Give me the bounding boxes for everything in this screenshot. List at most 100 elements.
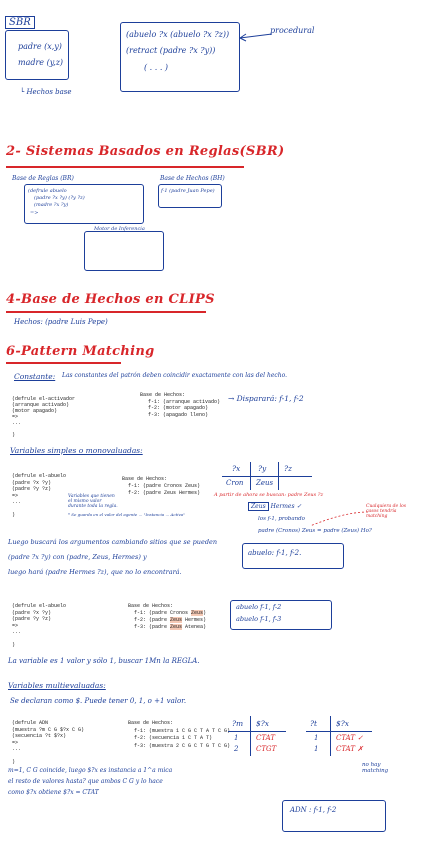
code4-line: (secuencia ?t $?x) (12, 733, 67, 739)
table2-header-x: $?x (256, 719, 270, 728)
table1-col-line (250, 462, 252, 490)
note2: Variables que tienen el mismo valor dura… (68, 494, 118, 509)
bh3-part: Hermes) (182, 617, 207, 623)
table2-row2-x: CTGT (256, 745, 277, 753)
fact-box-text: f-1 (padre Juan Pepe) (161, 188, 215, 194)
luego-line: (padre ?x ?y) con (padre, Zeus, Hermes) … (8, 553, 147, 561)
table2-row1-x: CTAT (256, 734, 275, 742)
bh3-part: f-1: (padre Cronos (134, 610, 192, 616)
table1-row4: padre (Cronos) Zeus = padre (Zeus) Ho? (258, 528, 372, 534)
table1-header-x: ?x (232, 464, 241, 473)
hechos-base-note: └ Hechos base (20, 88, 72, 96)
bh2-fact: f-2: (padre Zeus Hermes) (128, 490, 201, 496)
table1-header-z: ?z (284, 464, 292, 473)
code2-line: (padre ?y ?z) (12, 486, 52, 492)
code1: (defrule el-activador (arranque activado… (12, 396, 75, 438)
table1-col-line (278, 462, 280, 490)
code2-line: ... (12, 499, 22, 505)
bh2-fact: f-1: (padre Cronos Zeus) (128, 483, 201, 489)
variable-note: La variable es 1 valor y sólo 1, buscar … (8, 657, 200, 665)
code2-line: (padre ?x ?y) (12, 479, 52, 486)
bh3-fact: f-3: (padre Zeus Atenea) (128, 624, 206, 631)
code3: (defrule el-abuelo (padre ?x ?y) (padre … (12, 603, 66, 648)
table1-note: A partir de ahora se buscan: padre Zeus … (214, 492, 324, 498)
bh3-part: Atenea) (182, 624, 207, 630)
base-hechos-label: Base de Hechos (BH) (160, 175, 225, 182)
constante-label: Constante: (14, 372, 56, 381)
red-note-right: Cualquiera de los casos tendría matching (366, 504, 407, 519)
bh1-fact: f-3: (apagado lleno) (148, 411, 209, 418)
base-reglas-label: Base de Reglas (BR) (12, 175, 74, 182)
bh1-fact: f-1: (arranque activado) (148, 398, 221, 405)
abuelo-box-2-line-1: abuelo f-1, f-2 (236, 603, 282, 611)
bh1: Base de Hechos: f-1: (arranque activado)… (140, 392, 220, 418)
bh4-fact: f-1: (muestra 1 C G C T A T C G) (134, 727, 231, 734)
bottom-text: m=1, C G coincide, luego $?x es instanci… (8, 765, 172, 798)
code2-line: ) (12, 511, 16, 518)
code1-line: (motor apagado) (12, 408, 58, 414)
table1-row2-x: Zeus (248, 502, 269, 511)
table1-header-y: ?y (258, 464, 267, 473)
table3-row1-t: 1 (314, 734, 319, 742)
table1-row1-x: Cron (226, 479, 244, 487)
rule-1: (abuelo ?x (abuelo ?x ?z)) (126, 30, 230, 39)
code1-line: (arranque activado) (12, 402, 70, 408)
table3-row2-t: 1 (314, 745, 319, 753)
table3-header-x: $?x (336, 719, 350, 728)
bh3-part: f-2: (padre (134, 617, 171, 623)
rule-box-line-3: (madre ?x ?y) (34, 202, 69, 208)
sbr-fact-2: madre (y,z) (18, 58, 64, 67)
bh3-highlight: Zeus (170, 617, 183, 623)
abuelo-box-1 (242, 543, 344, 569)
adn-box-text: ADN : f-1, f-2 (290, 806, 337, 814)
table1-row3: los f-1, probando (258, 516, 305, 522)
section2-underline (6, 166, 244, 168)
constante-text: Las constantes del patrón deben coincidi… (62, 372, 288, 379)
code4-line: ... (12, 746, 22, 752)
rule-box-line-4: => (30, 210, 39, 216)
section4-underline (6, 311, 206, 313)
code1-line: ... (12, 420, 22, 426)
sbr-facts-box (5, 30, 69, 80)
motor-box (84, 231, 164, 271)
bottom-line: como $?x obtiene $?x = CTAT (8, 789, 99, 796)
rule-2: (retract (padre ?x ?y)) (126, 46, 216, 55)
bh3-part: f-3: (padre (134, 624, 171, 630)
table3-row1-x: CTAT ✓ (336, 734, 364, 742)
motor-label: Motor de Inferencia (94, 226, 145, 232)
bh2-title: Base de Hechos: (122, 476, 168, 482)
code2: (defrule el-abuelo (padre ?x ?y) (padre … (12, 473, 66, 518)
variables-multi-label: Variables multievaluadas: (8, 681, 106, 690)
code3-line: (padre ?y ?z) (12, 616, 52, 622)
table3-header-t: ?t (310, 719, 318, 728)
rules-box (120, 22, 240, 92)
bh3-fact: f-2: (padre Zeus Hermes) (128, 617, 206, 624)
code3-line: ... (12, 629, 22, 635)
sbr-fact-1: padre (x,y) (18, 42, 62, 51)
adn-box (282, 800, 386, 832)
bh3-part: ) (203, 610, 207, 616)
section6-title: 6-Pattern Matching (6, 344, 155, 359)
section2-title: 2- Sistemas Basados en Reglas(SBR) (6, 144, 285, 159)
code1-line: (defrule el-activador (12, 396, 76, 402)
bottom-line: el resto de valores hasta? que ambos C G… (8, 778, 163, 785)
bh3-highlight: Zeus (170, 624, 183, 630)
bh3-title: Base de Hechos: (128, 603, 174, 609)
table2-col-line (250, 716, 252, 756)
code2-line: => (12, 492, 19, 499)
fact-box (158, 184, 222, 208)
section6-underline (6, 362, 121, 364)
luego-line: Luego buscará los argumentos cambiando s… (8, 538, 218, 546)
abuelo-box-1-text: abuelo: f-1, f-2. (248, 549, 302, 557)
code4-line: (muestra ?m C G $?x C G) (12, 726, 85, 733)
code4-line: (defrule ADN (12, 720, 49, 726)
bh2: Base de Hechos: f-1: (padre Cronos Zeus)… (122, 476, 200, 497)
table2-header-line (228, 731, 286, 733)
bh4: Base de Hechos: f-1: (muestra 1 C G C T … (128, 720, 230, 750)
abuelo-box-2 (230, 600, 332, 630)
bh3: Base de Hechos: f-1: (padre Cronos Zeus)… (128, 603, 206, 631)
variables-simples-label: Variables simples o monovaluadas: (10, 446, 143, 455)
procedural-arrow (239, 33, 273, 42)
code3-line: (padre ?x ?y) (12, 609, 52, 616)
rule-3: ( . . . ) (144, 63, 169, 72)
